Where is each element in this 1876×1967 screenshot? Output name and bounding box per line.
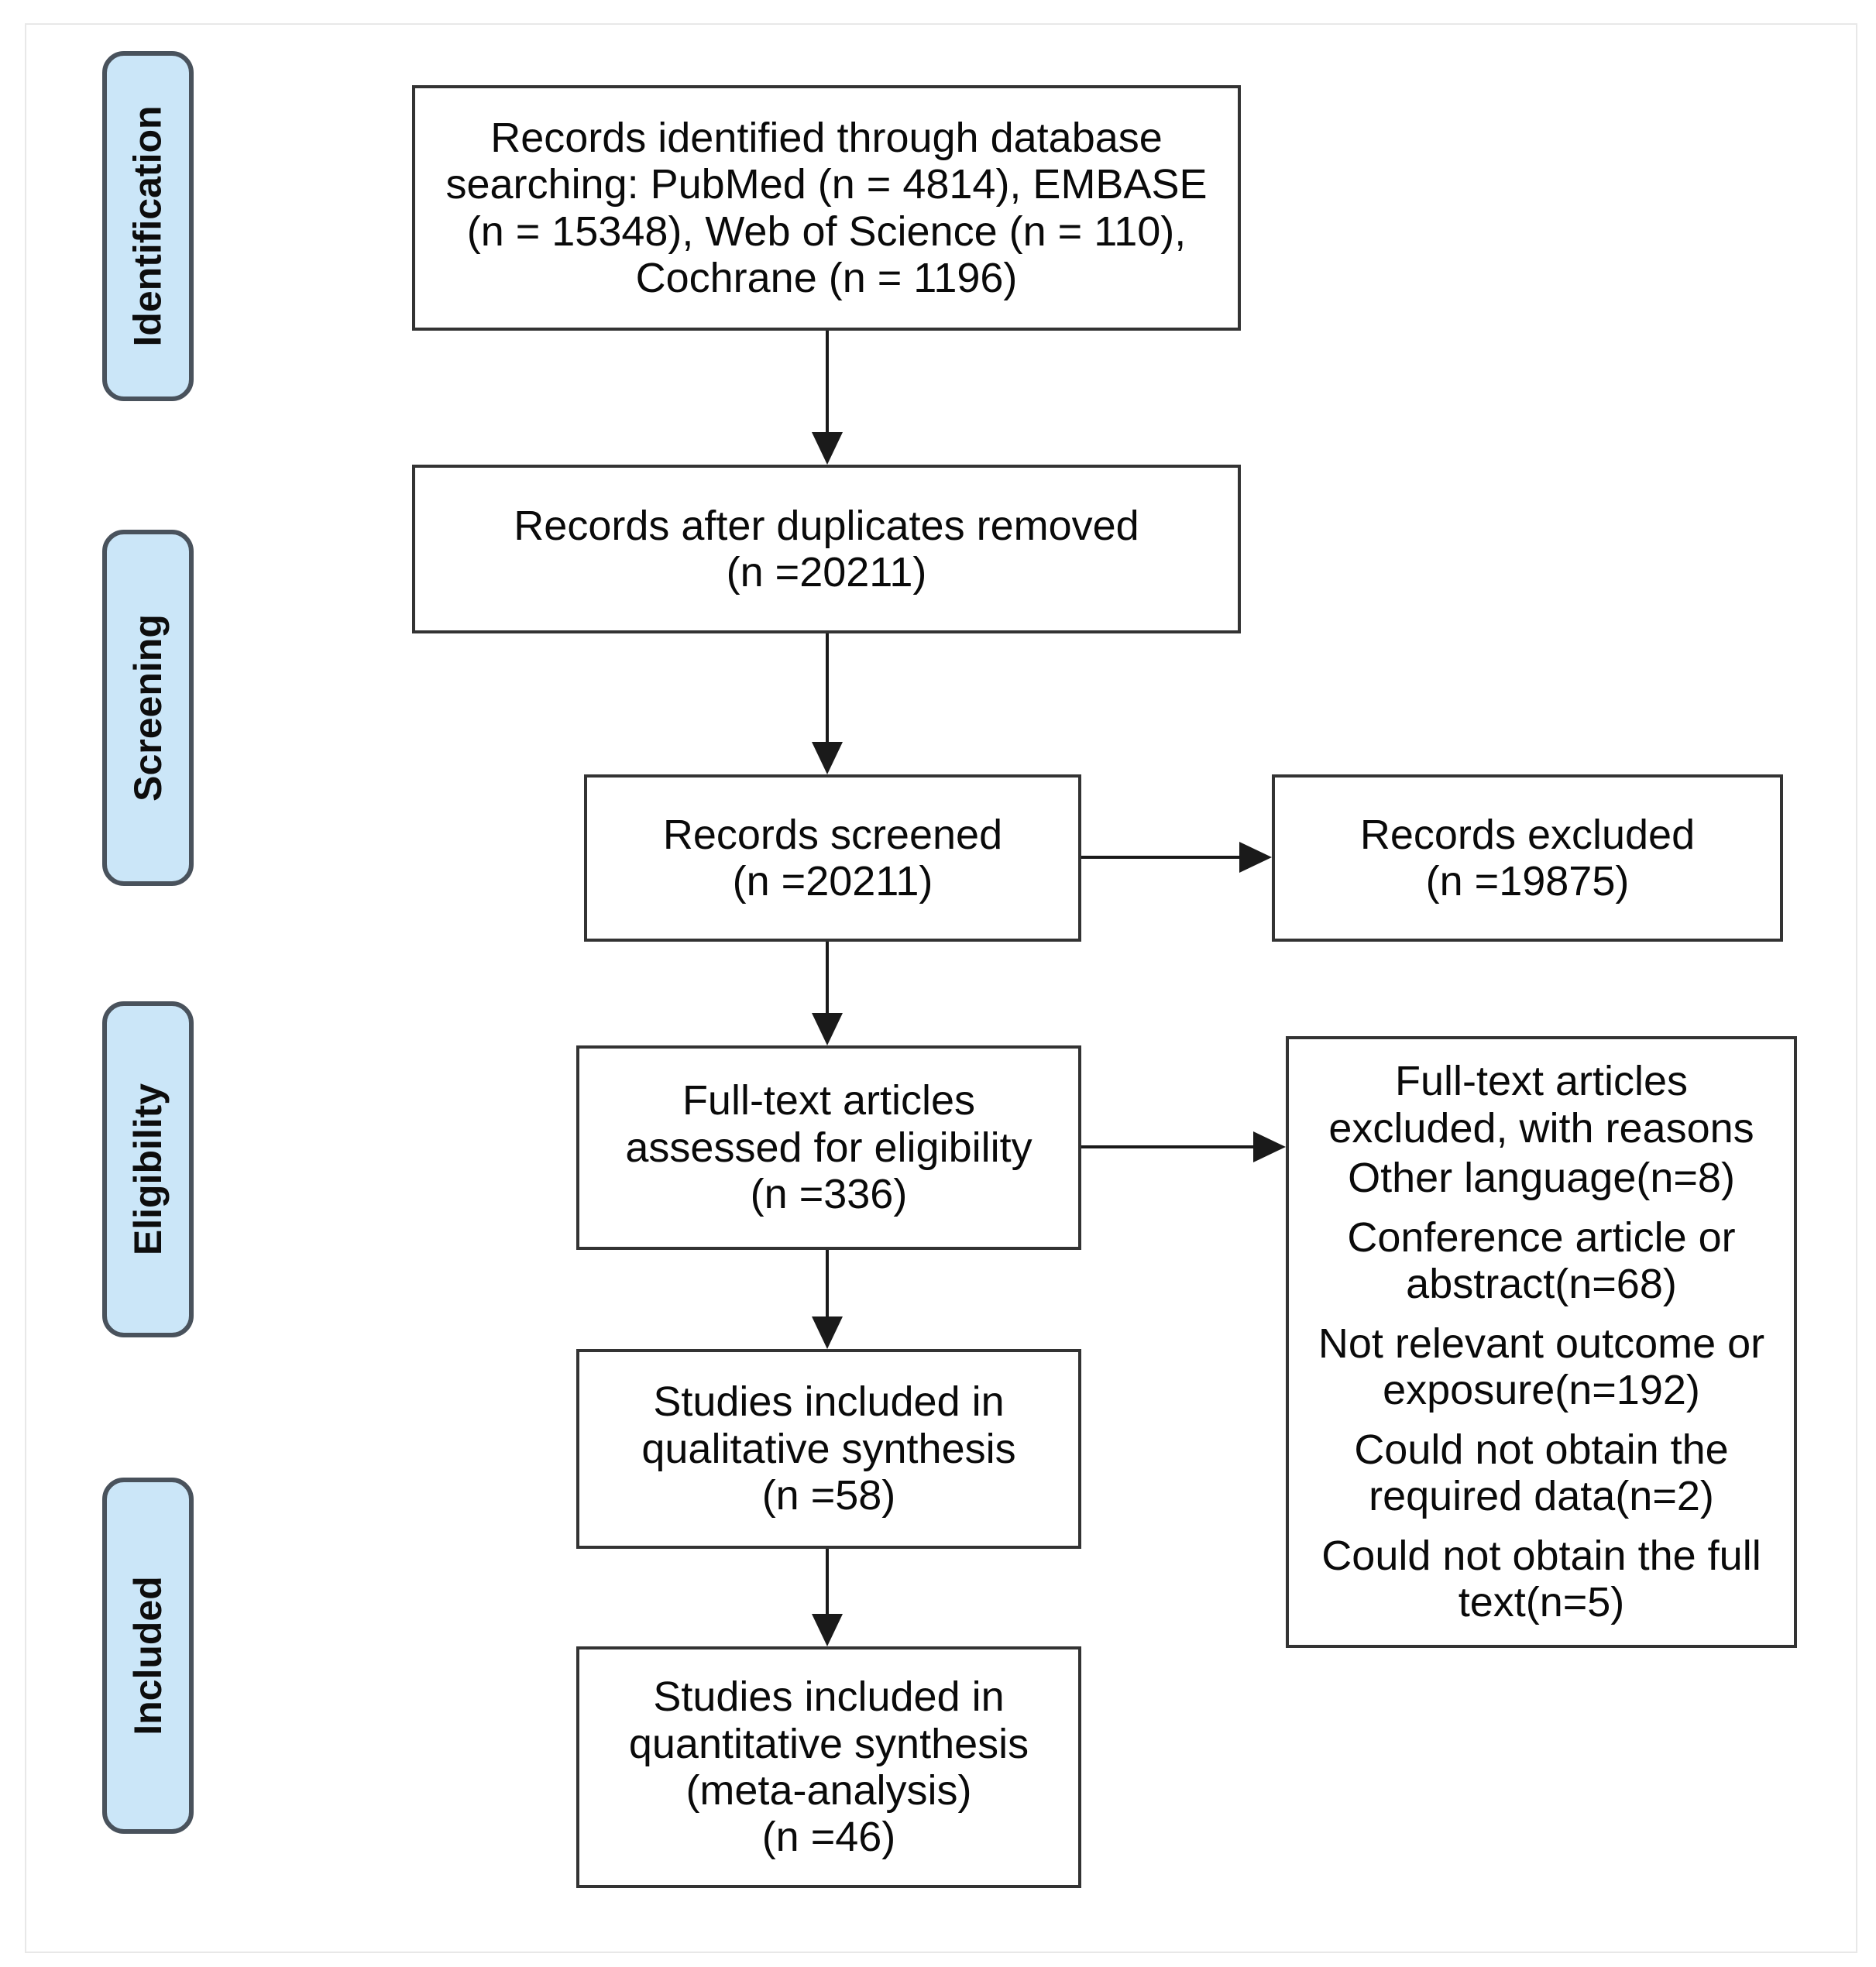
stage-included-label: Included xyxy=(126,1576,170,1735)
stage-screening-label: Screening xyxy=(126,614,170,802)
fulltext-excluded-title: Full-text articles excluded, with reason… xyxy=(1328,1058,1754,1152)
arrow-duplicates-to-screened xyxy=(812,633,843,774)
arrow-qualitative-to-quantitative xyxy=(812,1549,843,1646)
stage-identification: Identification xyxy=(102,51,194,401)
stage-included: Included xyxy=(102,1478,194,1834)
stage-eligibility: Eligibility xyxy=(102,1001,194,1337)
box-fulltext-assessed: Full-text articles assessed for eligibil… xyxy=(576,1045,1081,1250)
exclusion-reason-not-relevant: Not relevant outcome or exposure(n=192) xyxy=(1318,1320,1765,1414)
exclusion-reason-no-data: Could not obtain the required data(n=2) xyxy=(1354,1426,1729,1520)
stage-screening: Screening xyxy=(102,530,194,886)
box-records-screened: Records screened (n =20211) xyxy=(584,774,1081,942)
exclusion-reason-no-fulltext: Could not obtain the full text(n=5) xyxy=(1321,1532,1761,1626)
stage-eligibility-label: Eligibility xyxy=(126,1083,170,1256)
box-quantitative-synthesis-text: Studies included in quantitative synthes… xyxy=(628,1673,1029,1861)
arrow-fulltext-to-reasons xyxy=(1081,1131,1286,1162)
box-qualitative-synthesis: Studies included in qualitative synthesi… xyxy=(576,1349,1081,1549)
arrow-identified-to-duplicates xyxy=(812,331,843,465)
box-fulltext-assessed-text: Full-text articles assessed for eligibil… xyxy=(625,1077,1032,1218)
box-records-excluded-text: Records excluded (n =19875) xyxy=(1359,811,1696,905)
box-records-identified-text: Records identified through database sear… xyxy=(445,114,1208,301)
exclusion-reason-other-language: Other language(n=8) xyxy=(1348,1155,1735,1202)
arrow-screened-to-fulltext xyxy=(812,942,843,1045)
box-duplicates-removed: Records after duplicates removed (n =202… xyxy=(412,465,1241,633)
box-fulltext-excluded-reasons: Full-text articles excluded, with reason… xyxy=(1286,1036,1797,1648)
exclusion-reason-conference: Conference article or abstract(n=68) xyxy=(1347,1213,1736,1308)
box-records-excluded: Records excluded (n =19875) xyxy=(1272,774,1783,942)
stage-identification-label: Identification xyxy=(126,105,170,347)
arrow-screened-to-excluded xyxy=(1081,842,1272,873)
box-records-screened-text: Records screened (n =20211) xyxy=(662,811,1003,905)
box-qualitative-synthesis-text: Studies included in qualitative synthesi… xyxy=(641,1378,1016,1519)
arrow-fulltext-to-qualitative xyxy=(812,1250,843,1349)
box-records-identified: Records identified through database sear… xyxy=(412,85,1241,331)
box-duplicates-removed-text: Records after duplicates removed (n =202… xyxy=(514,502,1139,596)
box-quantitative-synthesis: Studies included in quantitative synthes… xyxy=(576,1646,1081,1888)
